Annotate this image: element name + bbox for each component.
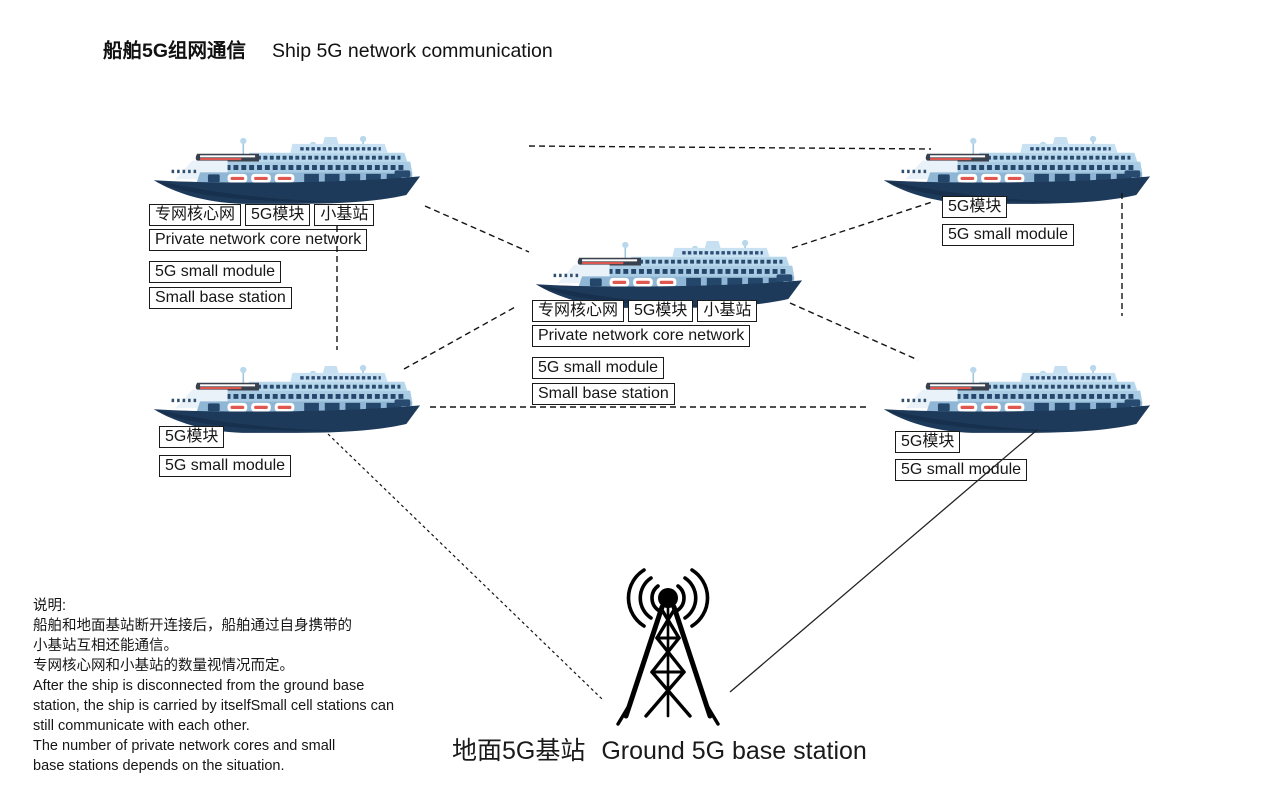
ship-icon-bottom-left [149, 356, 424, 435]
labels-center-ship: 专网核心网 5G模块 小基站 Private network core netw… [532, 300, 758, 409]
label-5g-module-en: 5G small module [895, 459, 1028, 481]
notes-block: 说明: 船舶和地面基站断开连接后，船舶通过自身携带的 小基站互相还能通信。 专网… [33, 596, 394, 776]
label-5g-module-zh: 5G模块 [895, 431, 961, 453]
labels-top-right-ship: 5G模块 5G small module [942, 196, 1075, 250]
label-small-bs-en: Small base station [532, 383, 675, 405]
note-line: 小基站互相还能通信。 [33, 638, 178, 654]
label-5g-module-en: 5G small module [532, 357, 665, 379]
ship-icon-center [531, 231, 806, 310]
link-topleft-topright [528, 145, 932, 150]
label-5g-module-en: 5G small module [159, 455, 292, 477]
label-core-network-zh: 专网核心网 [532, 300, 625, 322]
note-line: still communicate with each other. [33, 718, 250, 734]
label-small-bs-zh: 小基站 [697, 300, 758, 322]
tag-row: 专网核心网 5G模块 小基站 [149, 204, 375, 226]
base-station-tower-icon [616, 568, 720, 726]
link-topleft-center [424, 205, 530, 253]
base-station-label-zh: 地面5G基站 [452, 737, 586, 765]
label-5g-module-zh: 5G模块 [245, 204, 311, 226]
note-line: After the ship is disconnected from the … [33, 678, 365, 694]
base-station-label-en: Ground 5G base station [601, 737, 867, 765]
note-line: base stations depends on the situation. [33, 758, 285, 774]
label-5g-module-zh: 5G模块 [628, 300, 694, 322]
title-english: Ship 5G network communication [272, 40, 553, 62]
labels-bottom-right-ship: 5G模块 5G small module [895, 431, 1028, 485]
tag-row: 专网核心网 5G模块 小基站 [532, 300, 758, 322]
ship-icon-top-right [879, 127, 1154, 206]
note-line: The number of private network cores and … [33, 738, 336, 754]
label-5g-module-zh: 5G模块 [159, 426, 225, 448]
title-chinese: 船舶5G组网通信 [103, 40, 247, 62]
ship-icon-bottom-right [879, 356, 1154, 435]
label-5g-module-en: 5G small module [149, 261, 282, 283]
note-line: 说明: [33, 598, 67, 614]
label-small-bs-zh: 小基站 [314, 204, 375, 226]
page-title: 船舶5G组网通信 Ship 5G network communication [103, 34, 553, 63]
label-core-network-en: Private network core network [532, 325, 751, 347]
base-station-label: 地面5G基站 Ground 5G base station [452, 731, 867, 767]
ship-icon-top-left [149, 127, 424, 206]
label-small-bs-en: Small base station [149, 287, 292, 309]
link-center-topright [791, 201, 933, 249]
labels-top-left-ship: 专网核心网 5G模块 小基站 Private network core netw… [149, 204, 375, 313]
note-line: 船舶和地面基站断开连接后，船舶通过自身携带的 [33, 618, 352, 634]
label-core-network-en: Private network core network [149, 229, 368, 251]
labels-bottom-left-ship: 5G模块 5G small module [159, 426, 292, 481]
label-5g-module-en: 5G small module [942, 224, 1075, 246]
label-5g-module-zh: 5G模块 [942, 196, 1008, 218]
note-line: 专网核心网和小基站的数量视情况而定。 [33, 658, 294, 674]
link-center-bottomright [789, 302, 919, 361]
label-core-network-zh: 专网核心网 [149, 204, 242, 226]
note-line: station, the ship is carried by itselfSm… [33, 698, 395, 714]
